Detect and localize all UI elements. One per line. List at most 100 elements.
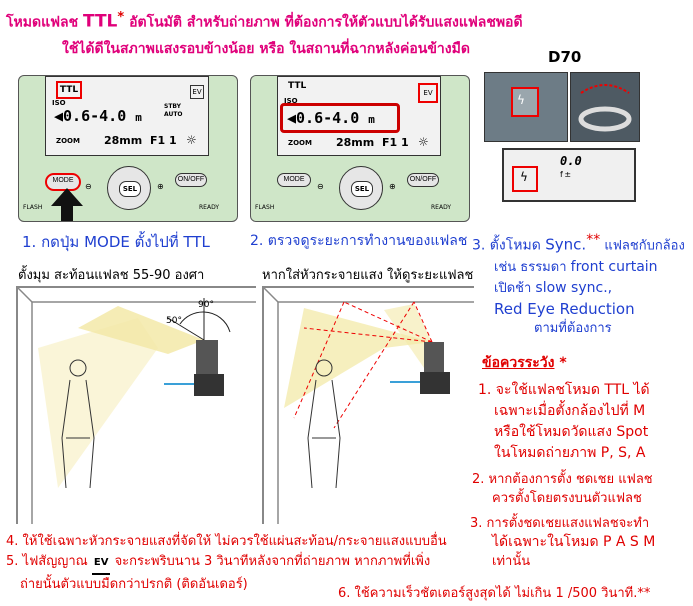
page-subtitle: ใช้ได้ดีในสภาพแสงรอบข้างน้อย หรือ ในสถาน… bbox=[62, 41, 470, 57]
room-right bbox=[262, 286, 474, 524]
ttl-highlight: TTL bbox=[56, 81, 82, 99]
title-text-b: อัตโนมัติ สำหรับถ่ายภาพ ที่ต้องการให้ตัว… bbox=[124, 14, 523, 31]
ev-icon: EV bbox=[190, 85, 204, 99]
sel-button-2[interactable]: SEL bbox=[351, 181, 373, 197]
sun-icon: ☼ bbox=[186, 133, 197, 147]
mode-button-2[interactable]: MODE bbox=[277, 173, 311, 187]
lcd-value: 0.0 bbox=[560, 154, 582, 168]
room-left-drawing bbox=[18, 288, 256, 524]
angle-90-label: 90° bbox=[198, 300, 214, 310]
note-5-line2: ถ่ายนั้นตัวแบบมืดกว่าปรกติ (ติดอันเดอร์) bbox=[20, 577, 248, 592]
flash-panel-mode: TTL ISO EV STBY AUTO ◀0.6-4.0 m ZOOM 28m… bbox=[18, 75, 238, 222]
stby-label: STBY bbox=[164, 103, 182, 110]
note-5-b: จะกระพริบนาน 3 วินาทีหลังจากที่ถ่ายภาพ ห… bbox=[110, 554, 431, 569]
caution-1-line2: เฉพาะเมื่อตั้งกล้องไปที่ M bbox=[494, 403, 646, 419]
ev-icon-2: EV bbox=[418, 83, 438, 103]
range-readout: ◀0.6-4.0 m bbox=[54, 107, 142, 125]
step-3-b: แฟลชกับกล้อง bbox=[600, 238, 685, 254]
step-3-line3-b: slow sync., bbox=[535, 279, 613, 296]
step-3-sync: Sync. bbox=[545, 235, 587, 254]
iso-label: ISO bbox=[52, 99, 66, 107]
camera-label: D70 bbox=[548, 48, 582, 66]
title-text-a: โหมดแฟลช bbox=[6, 14, 83, 31]
lcd-flash-icon: ϟ bbox=[520, 170, 528, 184]
lcd-sub: f ± bbox=[560, 170, 572, 179]
zoom-label-2: ZOOM bbox=[288, 139, 312, 147]
auto-label: AUTO bbox=[164, 111, 183, 118]
note-5-a: 5. ไฟสัญญาณ bbox=[6, 554, 92, 569]
mode-button[interactable]: MODE bbox=[45, 173, 81, 191]
angle-50-label: 50° bbox=[166, 316, 182, 326]
command-dial-photo bbox=[570, 72, 640, 142]
title-star: * bbox=[117, 10, 125, 25]
minus-icon: ⊖ bbox=[85, 182, 92, 191]
caution-1-line4: ในโหมดถ่ายภาพ P, S, A bbox=[494, 445, 646, 461]
ttl-label-2: TTL bbox=[288, 81, 307, 91]
caution-2-line1: 2. หากต้องการตั้ง ชดเชย แฟลช bbox=[472, 472, 653, 487]
ready-label: READY bbox=[199, 204, 220, 211]
step-1: 1. กดปุ่ม MODE ตั้งไปที่ TTL bbox=[22, 233, 210, 251]
range-unit: m bbox=[135, 111, 142, 124]
caution-1: 1. จะใช้แฟลชโหมด TTL ได้ เฉพาะเมื่อตั้งก… bbox=[478, 380, 650, 464]
minus-icon-2: ⊖ bbox=[317, 182, 324, 191]
note-6: 6. ใช้ความเร็วชัตเตอร์สูงสุดได้ ไม่เกิน … bbox=[338, 586, 651, 601]
rotate-arrow-icon bbox=[578, 84, 632, 132]
flash-panel-range: TTL ISO EV ◀0.6-4.0 m ZOOM 28mm F1 1 ☼ M… bbox=[250, 75, 470, 222]
plus-icon: ⊕ bbox=[157, 182, 164, 191]
flash-label: FLASH bbox=[23, 204, 43, 211]
note-5: 5. ไฟสัญญาณ EV จะกระพริบนาน 3 วินาทีหลัง… bbox=[6, 552, 430, 595]
sel-dial-2[interactable]: SEL bbox=[339, 166, 383, 210]
ev-signal-icon: EV bbox=[91, 553, 111, 575]
sel-dial[interactable]: SEL bbox=[107, 166, 151, 210]
aperture-value-2: F1 1 bbox=[382, 136, 409, 149]
step-3-line2-b: front curtain bbox=[570, 258, 658, 275]
range-unit-2: m bbox=[368, 113, 375, 126]
cautions-heading-text: ข้อควรระวัง bbox=[482, 355, 555, 371]
caution-3-line2: ได้เฉพาะในโหมด P A S M bbox=[492, 534, 656, 550]
cautions-heading-star: * bbox=[559, 355, 567, 371]
flash-button-highlight: ϟ bbox=[511, 87, 539, 117]
arrow-up-icon bbox=[51, 188, 83, 221]
note-4: 4. ให้ใช้เฉพาะหัวกระจายแสงที่จัดให้ ไม่ค… bbox=[6, 534, 447, 549]
bounce-right-caption: หากใส่หัวกระจายแสง ให้ดูระยะแฟลช bbox=[262, 268, 474, 283]
onoff-button-2[interactable]: ON/OFF bbox=[407, 173, 439, 187]
flash-bolt-icon: ϟ bbox=[517, 93, 525, 107]
step-3-a: 3. ตั้งโหมด bbox=[472, 237, 546, 254]
flash-lcd-2: TTL ISO EV ◀0.6-4.0 m ZOOM 28mm F1 1 ☼ bbox=[277, 76, 441, 156]
zoom-label: ZOOM bbox=[56, 137, 80, 145]
caution-2-line2: ควรตั้งโดยตรงบนตัวแฟลช bbox=[492, 491, 642, 506]
step-2: 2. ตรวจดูระยะการทำงานของแฟลช bbox=[250, 233, 468, 249]
caution-1-line3: หรือใช้โหมดวัดแสง Spot bbox=[494, 424, 649, 440]
sun-icon-2: ☼ bbox=[418, 135, 429, 149]
lcd-flash-mode-highlight: ϟ bbox=[512, 166, 538, 192]
step-3-line5: ตามที่ต้องการ bbox=[534, 320, 612, 336]
caution-3-line3: เท่านั้น bbox=[492, 554, 531, 569]
step-3-line3-a: เปิดช้า bbox=[494, 280, 536, 296]
sel-button[interactable]: SEL bbox=[119, 181, 141, 197]
onoff-button[interactable]: ON/OFF bbox=[175, 173, 207, 187]
plus-icon-2: ⊕ bbox=[389, 182, 396, 191]
caution-2: 2. หากต้องการตั้ง ชดเชย แฟลช ควรตั้งโดยต… bbox=[472, 470, 653, 508]
camera-body-photo: ϟ bbox=[484, 72, 568, 142]
step-3-line4: Red Eye Reduction bbox=[494, 299, 635, 318]
caution-3-line1: 3. การตั้งชดเชยแสงแฟลชจะทำ bbox=[470, 516, 650, 531]
zoom-value-2: 28mm bbox=[336, 136, 375, 149]
bounce-left-caption: ตั้งมุม สะท้อนแฟลช 55-90 องศา bbox=[18, 268, 205, 283]
ready-label-2: READY bbox=[431, 204, 452, 211]
aperture-value: F1 1 bbox=[150, 134, 177, 147]
caution-1-line1: 1. จะใช้แฟลชโหมด TTL ได้ bbox=[478, 382, 650, 398]
flash-label-2: FLASH bbox=[255, 204, 275, 211]
step-3: 3. ตั้งโหมด Sync.** แฟลชกับกล้อง เช่น ธร… bbox=[472, 230, 690, 339]
zoom-value: 28mm bbox=[104, 134, 143, 147]
camera-lcd: 0.0 f ± ϟ bbox=[502, 148, 636, 202]
step-3-line2-a: เช่น ธรรมดา bbox=[494, 259, 571, 275]
cautions-heading: ข้อควรระวัง * bbox=[482, 352, 567, 374]
range-highlight: ◀0.6-4.0 m bbox=[280, 103, 400, 133]
room-right-drawing bbox=[264, 288, 474, 524]
flash-lcd: TTL ISO EV STBY AUTO ◀0.6-4.0 m ZOOM 28m… bbox=[45, 76, 209, 156]
step-3-stars: ** bbox=[586, 232, 601, 248]
caution-3: 3. การตั้งชดเชยแสงแฟลชจะทำ ได้เฉพาะในโหม… bbox=[470, 514, 655, 571]
range-value-2: 0.6-4.0 bbox=[296, 109, 360, 127]
room-left: 90° 50° bbox=[16, 286, 256, 524]
range-value: 0.6-4.0 bbox=[63, 107, 127, 125]
